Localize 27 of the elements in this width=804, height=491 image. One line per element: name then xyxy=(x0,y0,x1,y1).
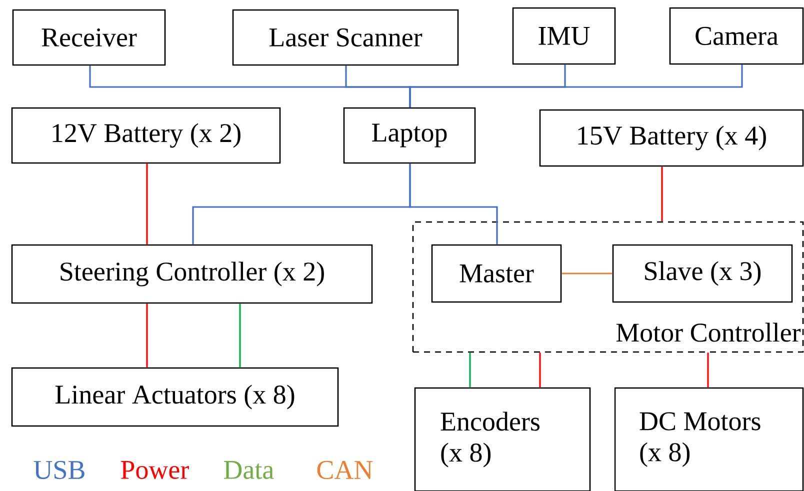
process-box: DC Motors (x 8) xyxy=(614,387,804,491)
legend-label: Power xyxy=(120,461,189,479)
process-box: Laser Scanner xyxy=(232,9,459,66)
process-box: 15V Battery (x 4) xyxy=(539,109,804,167)
connector-line xyxy=(661,166,663,222)
connector-line xyxy=(146,164,148,244)
process-box: Linear Actuators (x 8) xyxy=(11,367,339,427)
process-box: 12V Battery (x 2) xyxy=(11,107,281,164)
legend-label: CAN xyxy=(317,460,373,480)
process-box: Steering Controller (x 2) xyxy=(11,244,373,304)
connector-line xyxy=(707,352,709,388)
connector-line xyxy=(409,64,743,108)
process-box: Laptop xyxy=(343,107,476,164)
connector-line xyxy=(469,352,471,388)
legend-label: USB xyxy=(34,460,84,480)
connector-line xyxy=(409,164,498,244)
process-box: Master xyxy=(431,244,562,303)
process-box: Camera xyxy=(669,7,804,65)
process-box: Encoders (x 8) xyxy=(414,387,591,491)
process-box: Slave (x 3) xyxy=(612,244,793,303)
connector-line xyxy=(539,352,541,388)
process-box: Receiver xyxy=(12,9,166,66)
process-box: IMU xyxy=(512,7,616,65)
connector-line xyxy=(239,304,241,368)
connector-line xyxy=(146,304,148,368)
legend-label: Data xyxy=(224,461,274,479)
connector-line xyxy=(562,272,612,274)
